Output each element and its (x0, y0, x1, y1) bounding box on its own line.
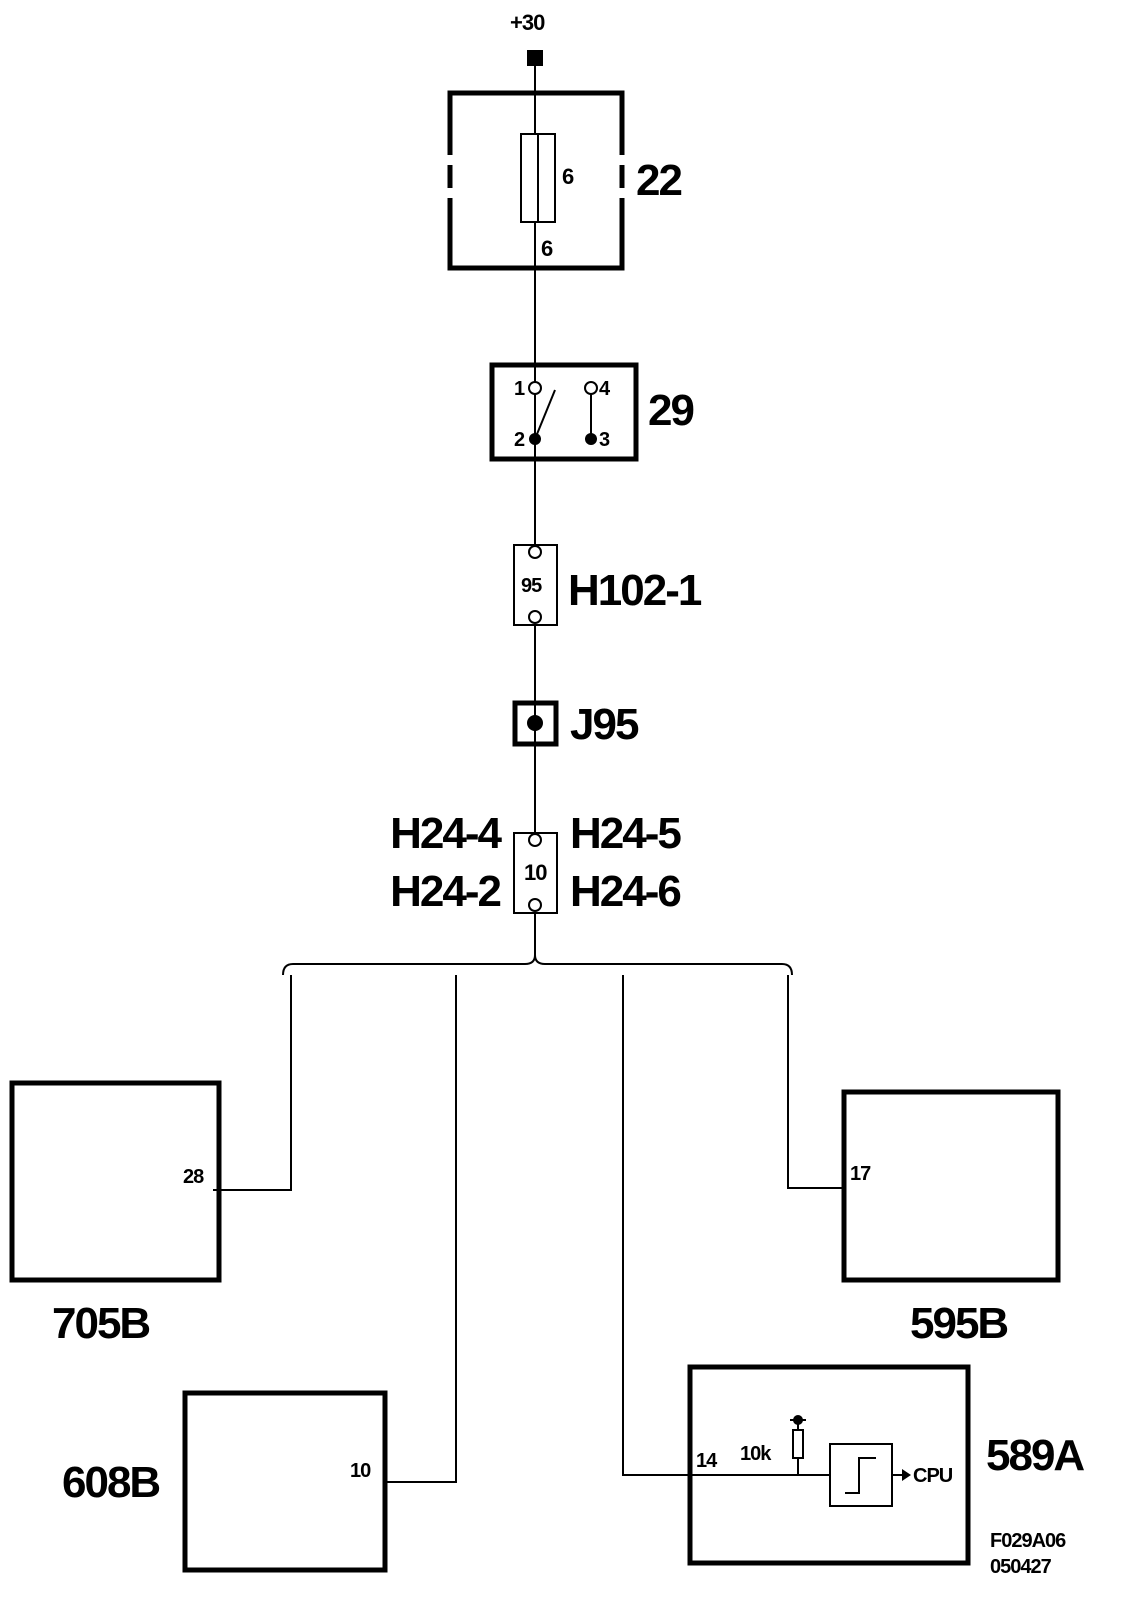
connector-h102 (513, 544, 558, 626)
relay (489, 362, 639, 462)
junction-label: J95 (570, 700, 639, 749)
module-705b-pin: 28 (183, 1166, 204, 1188)
supply-label: +30 (510, 10, 545, 35)
relay-pin-1: 1 (514, 378, 525, 400)
branch-wire-589a (622, 975, 690, 1476)
module-589a-pin: 14 (696, 1450, 718, 1472)
connector-h102-label: H102-1 (568, 566, 702, 615)
branch-wire-595b (787, 975, 845, 1189)
module-705b (9, 1080, 222, 1283)
connector-h24 (513, 832, 558, 914)
relay-contact-1-2 (534, 389, 556, 440)
connector-h24-label-right-2: H24-6 (570, 867, 680, 916)
fusebox-label: 22 (636, 156, 681, 205)
connector-h24-label-left-2: H24-2 (390, 867, 500, 916)
relay-pin-4: 4 (599, 378, 611, 400)
supply-terminal (527, 50, 543, 66)
cpu-arrow (902, 1469, 911, 1481)
branch-wire-705b (213, 975, 292, 1191)
branch-wire-608b (385, 975, 457, 1483)
pullup-resistor (792, 1429, 804, 1459)
figure-date: 050427 (990, 1556, 1052, 1578)
module-589a (687, 1364, 971, 1566)
junction (512, 700, 559, 747)
module-595b-label: 595B (910, 1299, 1007, 1348)
relay-pin-2: 2 (514, 429, 525, 451)
figure-code: F029A06 (990, 1530, 1066, 1552)
relay-pin-3: 3 (599, 429, 610, 451)
module-595b-pin: 17 (850, 1163, 871, 1185)
splice-bracket (282, 954, 793, 976)
module-608b (182, 1390, 388, 1573)
relay-label: 29 (648, 386, 693, 435)
connector-h24-label-left-1: H24-4 (390, 809, 502, 858)
module-608b-label: 608B (62, 1458, 159, 1507)
module-595b (841, 1089, 1061, 1283)
module-589a-label: 589A (986, 1431, 1084, 1480)
schmitt-trigger (829, 1443, 893, 1507)
module-608b-pin: 10 (350, 1460, 371, 1482)
fusebox-pin: 6 (541, 236, 553, 261)
module-705b-label: 705B (52, 1299, 149, 1348)
fuse-rating: 6 (562, 164, 574, 189)
fusebox (447, 90, 625, 271)
module-589a-resistor-label: 10k (740, 1443, 772, 1465)
module-589a-output-label: CPU (913, 1465, 953, 1487)
connector-h24-label-right-1: H24-5 (570, 809, 681, 858)
connector-h24-pin: 10 (524, 860, 547, 885)
connector-h102-pin: 95 (521, 575, 542, 597)
